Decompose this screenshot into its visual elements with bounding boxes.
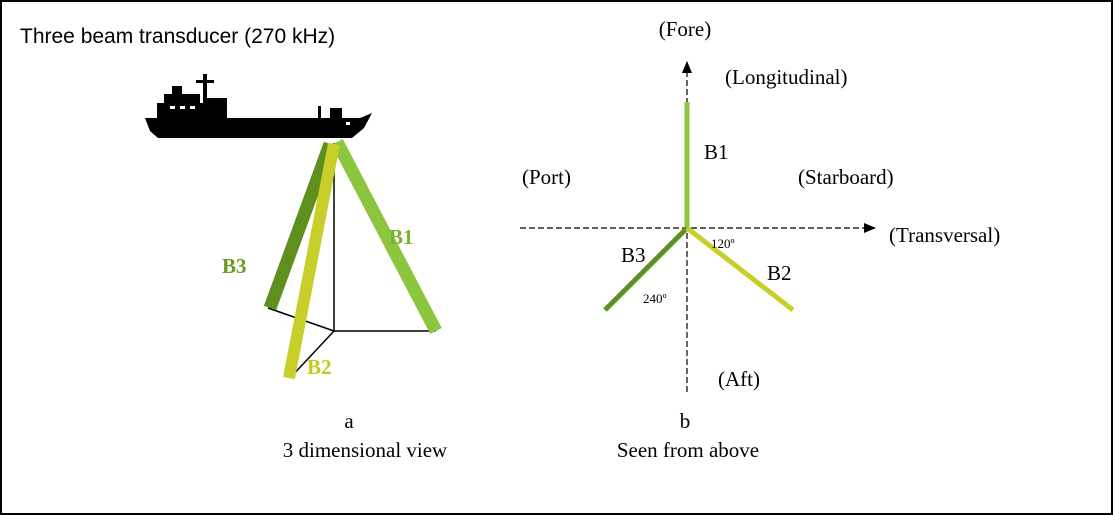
- beam-b1-label: B1: [389, 225, 414, 249]
- angle-120-label: 120º: [711, 236, 735, 251]
- beam-b2-label: B2: [307, 355, 332, 379]
- beam-b3-label: B3: [222, 254, 247, 278]
- three-dimensional-view: B1 B3 B2 a 3 dimensional view: [145, 74, 448, 462]
- port-label: (Port): [522, 165, 571, 189]
- beam-b1-bar: [331, 138, 442, 335]
- angle-240-label: 240º: [643, 291, 667, 306]
- figure-title: Three beam transducer (270 kHz): [20, 25, 335, 48]
- starboard-label: (Starboard): [798, 165, 894, 189]
- aft-label: (Aft): [718, 367, 760, 391]
- beam-b3-bar: [263, 141, 337, 311]
- beam-b3-top-label: B3: [621, 243, 646, 267]
- top-down-view: (Fore) (Longitudinal) (Port) (Starboard)…: [520, 17, 1000, 462]
- beam-b1-top-label: B1: [704, 140, 729, 164]
- view-b-letter: b: [680, 409, 691, 433]
- transversal-label: (Transversal): [889, 223, 1000, 247]
- ship-silhouette-icon: [145, 74, 372, 138]
- view-a-letter: a: [344, 409, 354, 433]
- view-a-caption: 3 dimensional view: [283, 438, 448, 462]
- longitudinal-label: (Longitudinal): [725, 65, 847, 89]
- beam-b2-bar: [283, 142, 340, 380]
- view-b-caption: Seen from above: [617, 438, 759, 462]
- beam-b2-top-bar: [685, 226, 795, 312]
- beam-b3-top-bar: [603, 226, 689, 312]
- fore-label: (Fore): [659, 17, 711, 41]
- beam-b2-top-label: B2: [767, 261, 792, 285]
